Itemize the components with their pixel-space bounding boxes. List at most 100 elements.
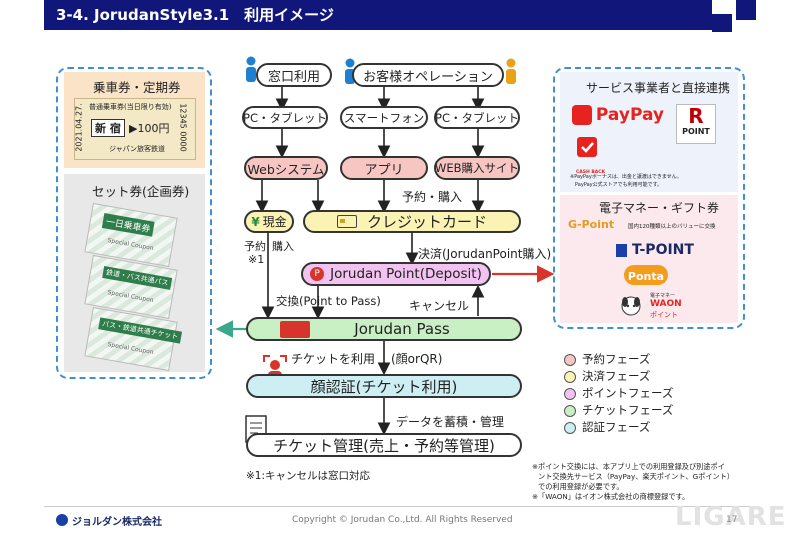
coupon-title: 一日乗車券 <box>101 213 155 237</box>
legend-label: ポイントフェーズ <box>582 386 674 400</box>
web-system-node: Webシステム <box>244 156 328 180</box>
waon-label: WAON <box>650 299 682 309</box>
paypay-icon <box>572 105 592 125</box>
coupon-label: Special Coupon <box>107 289 155 305</box>
jorudan-pass-label: Jorudan Pass <box>354 320 450 338</box>
ticket-date: 2021.04.27. <box>74 103 84 152</box>
t-icon <box>616 243 627 257</box>
legend-item-point: ポイントフェーズ <box>564 385 673 401</box>
cashback-label: CASH BACK <box>576 170 606 175</box>
partners-title: サービス事業者と直接連携 <box>586 81 731 95</box>
cash-label: 現金 <box>262 215 287 229</box>
paypay-logo: PayPay <box>572 103 664 127</box>
legend-label: 認証フェーズ <box>582 420 651 434</box>
jorudan-point-node: P Jorudan Point(Deposit) <box>301 262 491 286</box>
gpoint-note: 国内120種類以上のバリューに交換 <box>628 224 716 230</box>
device-pc-tablet: PC・タブレット <box>242 106 328 129</box>
point-coin-icon: P <box>310 267 325 281</box>
credit-card-icon <box>336 215 357 228</box>
face-qr-label: (顔orQR) <box>391 352 443 366</box>
person-icon <box>504 58 518 86</box>
footer-divider <box>44 506 756 507</box>
note-line: ※ポイント交換には、本アプリ上での利用登録及び別途ポイ <box>532 462 725 471</box>
footnote1: ※1:キャンセルは窓口対応 <box>246 470 371 482</box>
legend-label: チケットフェーズ <box>582 403 674 417</box>
ponta-logo: Ponta <box>624 265 668 285</box>
watermark: LIGARE <box>675 502 787 532</box>
legend-dot <box>564 387 576 400</box>
tpoint-label: T-POINT <box>632 242 694 258</box>
yen-icon: ¥ <box>251 214 260 229</box>
emoney-section <box>560 195 738 323</box>
device-pc-tablet-2: PC・タブレット <box>434 106 520 129</box>
use-ticket-label: チケットを利用 <box>291 352 376 366</box>
legend-item-auth: 認証フェーズ <box>564 419 650 435</box>
r-icon: R <box>688 104 704 128</box>
ticket-number: 12345 0000 <box>178 103 188 152</box>
cash-node: ¥ 現金 <box>244 210 294 233</box>
ticket-station: 新 宿 <box>91 119 125 137</box>
legend-dot <box>564 421 576 434</box>
reserve-label: 予約 <box>244 240 266 253</box>
note-line: での利用登録が必要です。 <box>538 482 624 491</box>
page-title: 3-4. JorudanStyle3.1 利用イメージ <box>44 0 712 30</box>
tpoint-logo: T-POINT <box>616 240 726 260</box>
jorudan-pass-node: Jorudan Pass <box>246 317 522 341</box>
web-purchase-site-node: WEB購入サイト <box>434 156 520 180</box>
company-name: ジョルダン株式会社 <box>72 516 162 528</box>
paypay-note2: PayPay公式ストアでも利用可能です。 <box>575 182 663 188</box>
app-node: アプリ <box>340 156 428 180</box>
page-number: 17 <box>726 515 738 525</box>
legend-label: 予約フェーズ <box>582 352 651 366</box>
cashback-icon: CASH BACK <box>576 136 605 175</box>
exchange-label: 交換(Point to Pass) <box>276 294 381 308</box>
coupon-label: Special Coupon <box>107 237 155 253</box>
note1-label: ※1 <box>248 253 265 266</box>
legend-dot <box>564 404 576 417</box>
ponta-label: Ponta <box>627 270 665 283</box>
set-ticket-title: セット券(企画券) <box>92 184 190 199</box>
paypay-label: PayPay <box>595 105 664 125</box>
jorudan-point-label: Jorudan Point(Deposit) <box>330 266 482 282</box>
legend-item-reserve: 予約フェーズ <box>564 351 650 367</box>
waon-dog-icon <box>620 294 642 318</box>
corner-deco <box>712 14 732 32</box>
rakuten-point-logo: R POINT <box>676 104 716 144</box>
note-line: ント交換先サービス（PayPay、楽天ポイント、Gポイント） <box>538 472 735 481</box>
settle-label: 決済(JorudanPoint購入) <box>418 247 552 261</box>
left-panel <box>56 67 212 379</box>
pass-card-icon <box>280 321 310 338</box>
reserve-purchase-label: 予約・購入 <box>402 190 463 204</box>
note-line: ※「WAON」はイオン株式会社の商標登録です。 <box>532 492 690 501</box>
credit-card-label: クレジットカード <box>366 213 487 231</box>
coupon-label: Special Coupon <box>107 341 155 357</box>
copyright: Copyright © Jorudan Co.,Ltd. All Rights … <box>292 515 513 525</box>
ticket-fare: ▶100円 <box>129 122 170 135</box>
coupon-title: 鉄道・バス共通パス <box>102 266 173 290</box>
emoney-title: 電子マネー・ギフト券 <box>599 201 720 215</box>
corner-deco <box>736 0 756 20</box>
waon-top-label: 電子マネー <box>650 293 676 299</box>
ticket-title: 乗車券・定期券 <box>93 80 181 95</box>
credit-card-node: クレジットカード <box>303 210 521 233</box>
person-icon <box>244 56 258 84</box>
legend-label: 決済フェーズ <box>582 369 651 383</box>
store-manage-label: データを蓄積・管理 <box>396 415 505 429</box>
rakuten-point-label: POINT <box>682 127 710 136</box>
cancel-label: キャンセル <box>409 299 470 313</box>
legend-dot <box>564 370 576 383</box>
ticket-type: 普通乗車券(当日限り有効) <box>89 103 172 111</box>
right-panel <box>553 67 745 329</box>
legend-item-ticket: チケットフェーズ <box>564 402 673 418</box>
company-logo-icon <box>56 514 68 526</box>
gpoint-logo: G-Point <box>568 218 615 231</box>
customer-operation-node: お客様オペレーション <box>352 63 504 87</box>
ticket-management-node: チケット管理(売上・予約等管理) <box>246 433 522 457</box>
legend-dot <box>564 353 576 366</box>
paypay-note1: ※PayPayボーナスは、出金と譲渡はできません。 <box>570 174 682 180</box>
counter-usage-node: 窓口利用 <box>256 63 332 87</box>
device-smartphone: スマートフォン <box>340 106 428 129</box>
coupon-title: バス・鉄道共通チケット <box>98 317 183 344</box>
ticket-company: ジャパン旅客鉄道 <box>109 145 165 153</box>
